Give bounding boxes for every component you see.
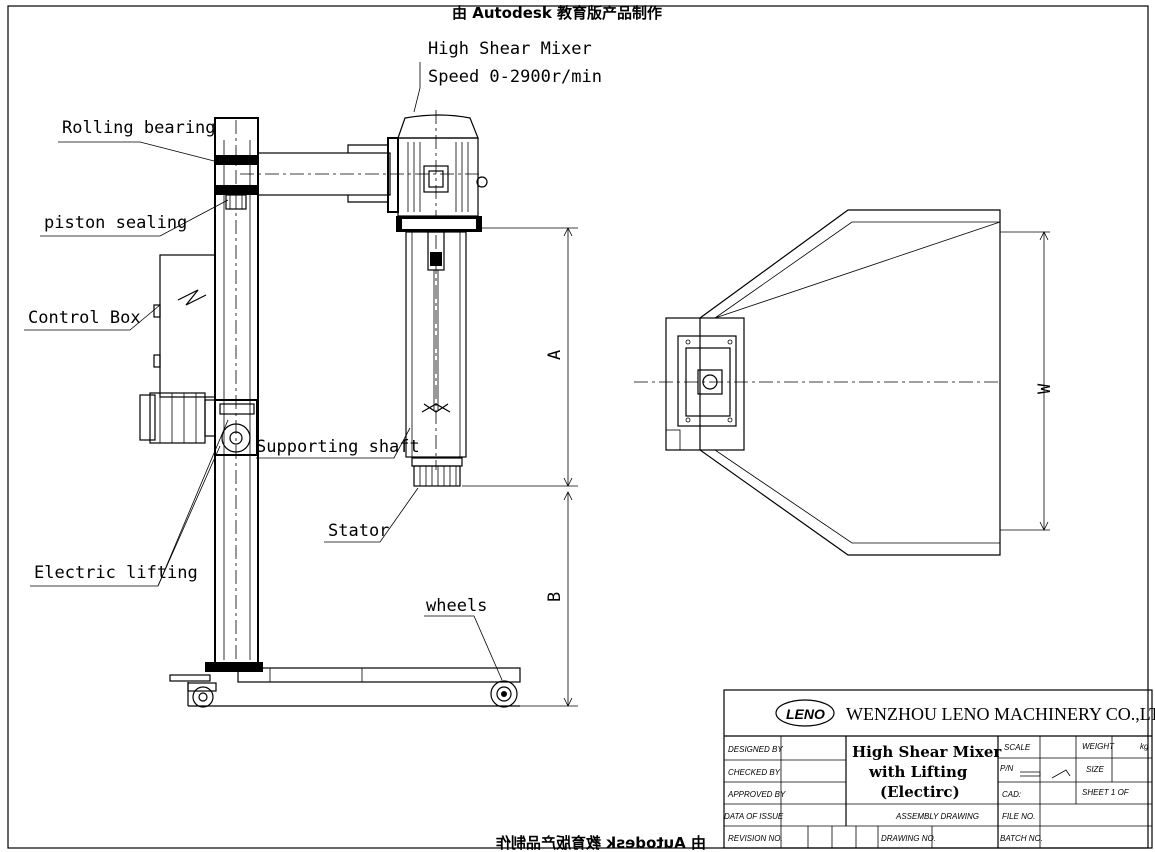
scale-label: SCALE — [1004, 743, 1031, 752]
drawing-title-line3: (Electirc) — [880, 783, 960, 801]
designed-by-label: DESIGNED BY — [728, 745, 783, 754]
weight-unit: kg — [1140, 742, 1149, 751]
label-stator: Stator — [328, 521, 389, 541]
control-box — [153, 254, 216, 398]
watermark-top: 由 Autodesk 教育版产品制作 — [452, 4, 662, 22]
mixer-head — [387, 110, 488, 487]
drawing-title-line1: High Shear Mixer — [852, 743, 1002, 761]
sheet-label: SHEET 1 OF — [1082, 788, 1130, 797]
drawing-no-label: DRAWING NO. — [881, 834, 936, 843]
revision-no-label: REVISION NO. — [728, 834, 783, 843]
checked-by-label: CHECKED BY — [728, 768, 781, 777]
label-wheels: wheels — [426, 596, 487, 616]
company-name: WENZHOU LENO MACHINERY CO.,LTD — [846, 704, 1155, 724]
title-block: LENO WENZHOU LENO MACHINERY CO.,LTD DESI… — [723, 689, 1155, 849]
assembly-drawing-label: ASSEMBLY DRAWING — [895, 812, 979, 821]
label-mixer-name: High Shear Mixer — [428, 39, 592, 59]
approved-by-label: APPROVED BY — [727, 790, 786, 799]
dimension-lines: A B — [462, 227, 578, 707]
top-view: W — [634, 209, 1055, 556]
drawing-border — [7, 5, 1149, 849]
lifting-motor — [139, 392, 258, 456]
cad-label: CAD: — [1002, 790, 1021, 799]
label-control-box: Control Box — [28, 308, 141, 328]
dimension-a: A — [545, 350, 565, 360]
dimension-w: W — [1035, 383, 1055, 394]
label-rolling-bearing: Rolling bearing — [62, 118, 216, 138]
watermark-bottom-group: 由 Autodesk 教育版产品制作 — [496, 834, 706, 852]
label-supporting-shaft: Supporting shaft — [256, 437, 420, 457]
logo: LENO — [786, 706, 825, 722]
drawing-title-line2: with Lifting — [868, 763, 968, 781]
date-of-issue-label: DATA OF ISSUE — [724, 812, 784, 821]
label-electric-lifting: Electric lifting — [34, 563, 198, 583]
base-frame — [169, 662, 521, 708]
column-stand — [214, 117, 480, 664]
file-no-label: FILE NO. — [1002, 812, 1035, 821]
callouts: High Shear Mixer Speed 0-2900r/min Rolli… — [24, 39, 602, 681]
weight-label: WEIGHT — [1082, 742, 1115, 751]
dimension-b: B — [545, 592, 565, 602]
label-piston-sealing: piston sealing — [44, 213, 187, 233]
batch-no-label: BATCH NO. — [1000, 834, 1043, 843]
size-label: SIZE — [1086, 765, 1104, 774]
label-mixer-speed: Speed 0-2900r/min — [428, 67, 602, 87]
watermark-bottom: 由 Autodesk 教育版产品制作 — [496, 834, 706, 852]
pn-label: P/N — [1000, 764, 1014, 773]
